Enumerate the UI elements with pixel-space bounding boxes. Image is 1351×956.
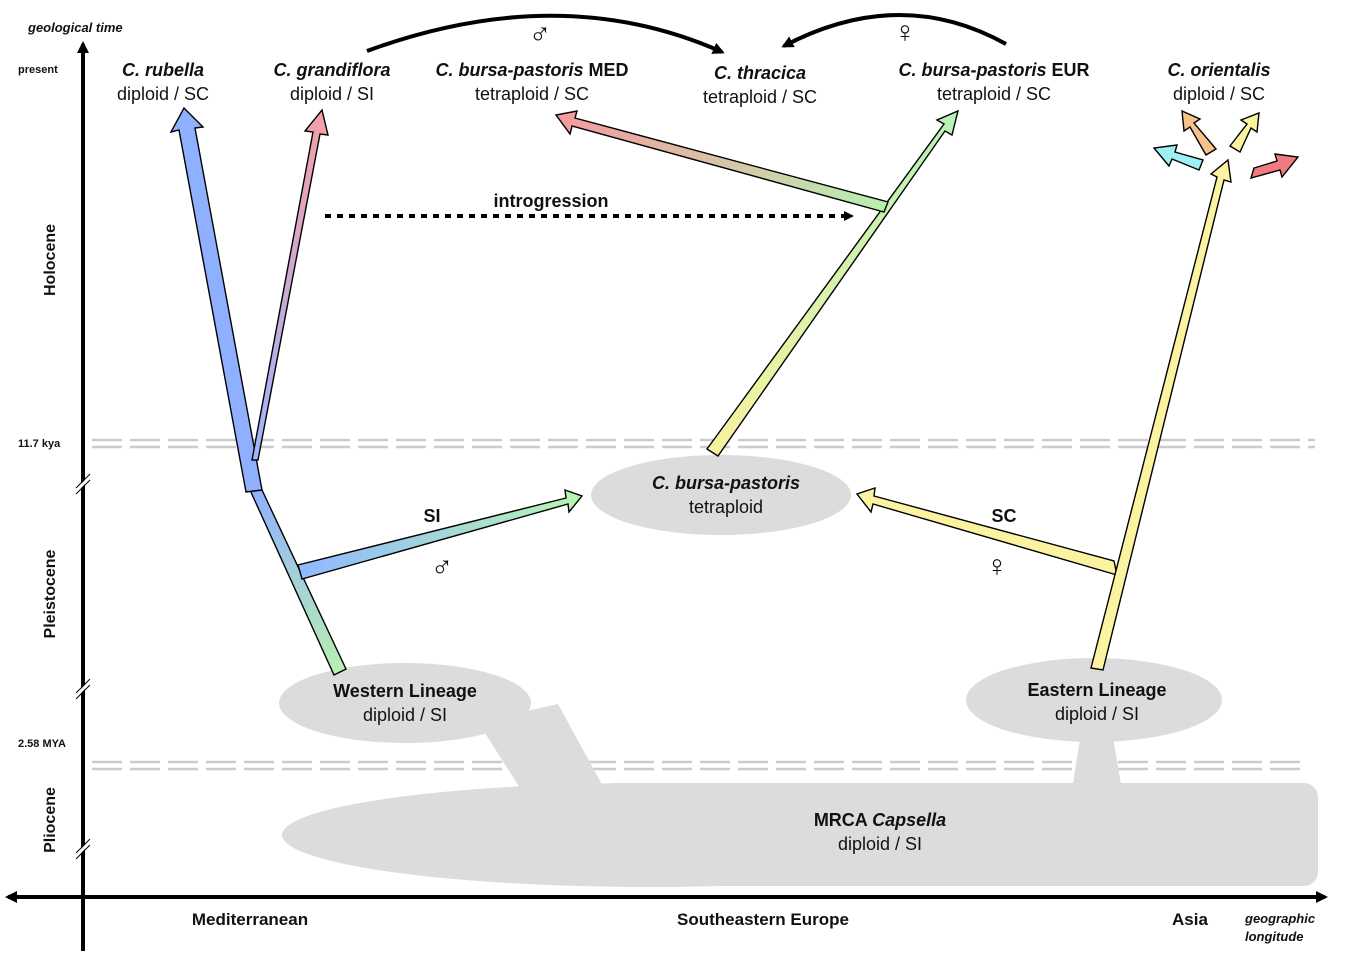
- tick-11-7-kya: 11.7 kya: [18, 438, 61, 450]
- si-branch-to-bursa-pastoris: [297, 488, 584, 580]
- pliocene-boundary-line: [92, 760, 1305, 771]
- western-lineage-node: [279, 663, 531, 743]
- bp-med-branch: [554, 110, 889, 213]
- bursa-pastoris-node: [591, 455, 851, 535]
- taxon-bp-med-status: tetraploid / SC: [475, 84, 589, 104]
- bursa-pastoris-main-branch: [705, 109, 960, 457]
- orientalis-branch: [1090, 158, 1232, 671]
- male-symbol-si: ♂: [431, 550, 454, 583]
- female-arc-to-thracica: [781, 13, 1007, 48]
- region-mediterranean: Mediterranean: [192, 910, 308, 929]
- tick-present: present: [18, 64, 58, 76]
- taxon-bp-eur-name: C. bursa-pastoris EUR: [898, 60, 1089, 80]
- female-symbol-top: ♀: [894, 16, 917, 49]
- node-bp-status: tetraploid: [689, 497, 763, 517]
- orientalis-orange-arrow: [1181, 109, 1218, 156]
- male-symbol-top: ♂: [529, 17, 552, 50]
- holocene-boundary-line: [92, 438, 1315, 449]
- region-asia: Asia: [1172, 910, 1208, 929]
- tick-2-58-mya: 2.58 MYA: [18, 738, 66, 750]
- introgression-label: introgression: [493, 191, 608, 211]
- taxon-grandiflora-status: diploid / SI: [290, 84, 374, 104]
- epoch-pleistocene: Pleistocene: [42, 549, 59, 638]
- node-eastern-name: Eastern Lineage: [1027, 680, 1166, 700]
- epoch-pliocene: Pliocene: [42, 787, 59, 853]
- x-axis-title-line2: longitude: [1245, 929, 1304, 944]
- orientalis-red-arrow: [1249, 153, 1300, 180]
- taxon-rubella-status: diploid / SC: [117, 84, 209, 104]
- orientalis-cyan-arrow: [1152, 144, 1204, 171]
- female-symbol-sc: ♀: [986, 550, 1009, 583]
- rubella-branch: [169, 106, 263, 493]
- orientalis-yellow-arrow: [1228, 111, 1260, 154]
- western-stem-branch: [248, 489, 347, 676]
- taxon-bp-eur-status: tetraploid / SC: [937, 84, 1051, 104]
- y-axis-title: geological time: [27, 20, 123, 35]
- node-mrca-status: diploid / SI: [838, 834, 922, 854]
- node-eastern-status: diploid / SI: [1055, 704, 1139, 724]
- taxon-grandiflora-name: C. grandiflora: [273, 60, 390, 80]
- sc-branch-to-bursa-pastoris: [855, 486, 1118, 576]
- axis-break-marks: [75, 476, 91, 857]
- mrca-region: [282, 704, 1318, 887]
- si-label: SI: [423, 506, 440, 526]
- x-axis-title-line1: geographic: [1244, 911, 1316, 926]
- taxon-bp-med-name: C. bursa-pastoris MED: [435, 60, 628, 80]
- taxon-thracica-status: tetraploid / SC: [703, 87, 817, 107]
- taxon-orientalis-status: diploid / SC: [1173, 84, 1265, 104]
- node-western-name: Western Lineage: [333, 681, 477, 701]
- grandiflora-branch: [251, 108, 329, 461]
- eastern-lineage-node: [966, 658, 1222, 742]
- sc-label: SC: [991, 506, 1016, 526]
- node-mrca-name: MRCA Capsella: [814, 810, 946, 830]
- region-southeastern-europe: Southeastern Europe: [677, 910, 849, 929]
- axis-break-lines: [75, 473, 91, 860]
- node-western-status: diploid / SI: [363, 705, 447, 725]
- taxon-orientalis-name: C. orientalis: [1167, 60, 1270, 80]
- taxon-thracica-name: C. thracica: [714, 63, 806, 83]
- node-bp-name: C. bursa-pastoris: [652, 473, 800, 493]
- taxon-rubella-name: C. rubella: [122, 60, 204, 80]
- epoch-holocene: Holocene: [42, 224, 59, 296]
- male-arc-to-thracica: [366, 13, 725, 54]
